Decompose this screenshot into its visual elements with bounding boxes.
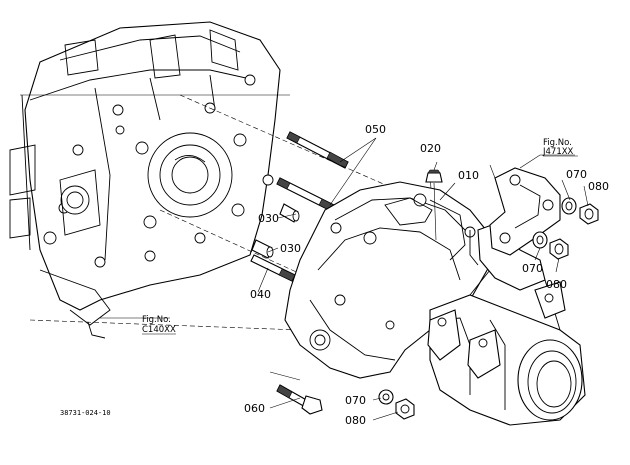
bolt-060 (269, 371, 323, 415)
figure-ref-c140-line2: C140XX (142, 325, 176, 335)
part-label-040: 040 (250, 288, 271, 301)
leader-j471 (519, 154, 575, 169)
part-label-070-bottom: 070 (345, 394, 366, 407)
figure-ref-j471-line2: J471XX (542, 147, 574, 157)
part-label-020: 020 (420, 142, 441, 155)
figure-ref-j471-line1: Fig.No. (543, 138, 572, 148)
part-label-070-top: 070 (566, 168, 587, 181)
part-label-030-upper: 030 (258, 212, 279, 225)
housing-010 (284, 181, 586, 426)
part-label-060: 060 (244, 402, 265, 415)
fasteners (378, 197, 599, 420)
part-label-010: 010 (458, 169, 479, 182)
leader-lines (257, 137, 589, 421)
stud-bolts (250, 131, 349, 282)
part-label-070-middle: 070 (522, 262, 543, 275)
part-label-080-bottom: 080 (345, 414, 366, 427)
part-label-080-top: 080 (588, 180, 609, 193)
plug-020 (425, 169, 443, 241)
part-label-050: 050 (365, 123, 386, 136)
part-label-080-middle: 080 (546, 278, 567, 291)
figure-ref-c140-line1: Fig.No. (142, 315, 171, 325)
part-label-030-lower: 030 (280, 242, 301, 255)
engine-block (9, 21, 281, 339)
bracket-plate (489, 164, 561, 256)
drawing-number: 38731-024-10 (60, 409, 111, 417)
